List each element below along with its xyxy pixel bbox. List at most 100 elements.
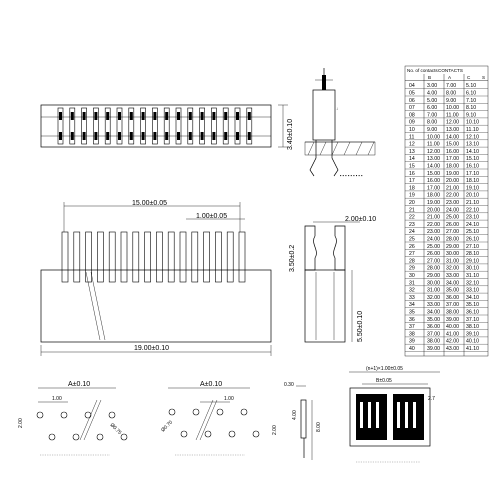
table-cell-value: 31.00 xyxy=(427,288,440,294)
reel-slot xyxy=(413,402,416,428)
front-pin xyxy=(215,231,222,283)
table-header-c: C xyxy=(467,75,471,80)
table-cell-value: 12.10 xyxy=(466,134,479,140)
table-header-a: A xyxy=(448,75,452,80)
table-cell-value: 28.10 xyxy=(466,251,479,257)
top-pin-contact xyxy=(59,132,62,140)
table-cell-value: 10.10 xyxy=(466,120,479,126)
table-cell-value: 23.00 xyxy=(446,200,459,206)
dim-side-height: 5.50±0.10 xyxy=(357,311,364,342)
fp2-a: A±0.10 xyxy=(200,381,222,388)
footprint-hole xyxy=(216,408,224,416)
side-view: 2.00±0.10 3.50±0.2 5.50±0.10 xyxy=(289,216,376,343)
top-pin-contact xyxy=(224,132,228,140)
svg-text:8.00: 8.00 xyxy=(316,422,322,432)
table-cell-value: 9.00 xyxy=(427,127,437,133)
side-detail-body xyxy=(312,89,336,141)
table-cell-count: 33 xyxy=(409,295,415,301)
front-view: 15.00±0.05 1.00±0.05 19.00±0.10 xyxy=(40,200,272,356)
svg-text:0.30: 0.30 xyxy=(284,382,294,388)
reel-slot xyxy=(368,402,371,428)
side-detail: ↓ ▪ ▪ ▪ ▪ ▪ ▪ ▪ ▪ ▪ xyxy=(304,68,376,178)
footprint-hole xyxy=(60,411,68,419)
table-cell-value: 23.10 xyxy=(466,215,479,221)
table-cell-value: 25.10 xyxy=(466,229,479,235)
table-cell-value: 29.00 xyxy=(427,273,440,279)
table-cell-value: 24.10 xyxy=(466,222,479,228)
table-cell-value: 17.00 xyxy=(446,156,459,162)
top-pin-contact xyxy=(70,112,74,120)
top-pin-contact xyxy=(94,112,98,120)
table-cell-value: 29.10 xyxy=(466,258,479,264)
table-cell-value: 38.00 xyxy=(427,339,440,345)
table-cell-value: 23.00 xyxy=(427,229,440,235)
table-cell-count: 36 xyxy=(409,317,415,323)
footprint-hole xyxy=(72,433,80,441)
table-cell-count: 15 xyxy=(409,164,415,170)
table-cell-value: 20.10 xyxy=(466,193,479,199)
table-cell-count: 35 xyxy=(409,310,415,316)
svg-text:Ø0.70: Ø0.70 xyxy=(160,419,174,433)
table-cell-value: 22.00 xyxy=(446,193,459,199)
front-pin xyxy=(144,231,151,283)
table-cell-value: 43.00 xyxy=(446,346,459,352)
table-cell-value: 31.10 xyxy=(466,273,479,279)
table-cell-value: 5.00 xyxy=(427,98,437,104)
top-pin xyxy=(69,107,76,145)
top-pin-contact xyxy=(224,112,228,120)
table-header-count: No. of contacts xyxy=(407,68,438,73)
table-cell-value: 31.00 xyxy=(446,258,459,264)
svg-text:2.00: 2.00 xyxy=(18,418,24,428)
table-cell-value: 18.10 xyxy=(466,178,479,184)
top-pin-contact xyxy=(118,112,121,120)
footprint-hole xyxy=(96,433,104,441)
dim-pitch: 1.00±0.05 xyxy=(196,213,227,220)
table-cell-count: 11 xyxy=(409,134,414,140)
table-cell-value: 42.00 xyxy=(446,339,459,345)
footprint-hole xyxy=(168,408,176,416)
table-cell-value: 20.00 xyxy=(446,178,459,184)
table-cell-value: 27.00 xyxy=(427,258,440,264)
top-pin-contact xyxy=(177,112,180,120)
top-pin xyxy=(234,107,241,145)
footprint-hole xyxy=(36,411,44,419)
top-pin-contact xyxy=(82,132,86,140)
table-cell-count: 09 xyxy=(409,120,415,126)
table-cell-count: 13 xyxy=(409,149,415,155)
table-cell-value: 38.10 xyxy=(466,324,479,330)
table-cell-count: 12 xyxy=(409,142,415,148)
table-cell-value: 21.00 xyxy=(427,215,440,221)
table-cell-count: 23 xyxy=(409,222,415,228)
table-cell-count: 26 xyxy=(409,244,415,250)
table-cell-value: 19.00 xyxy=(446,171,459,177)
table-cell-value: 28.00 xyxy=(446,237,459,243)
top-pin-contact xyxy=(153,132,157,140)
svg-text:2.00: 2.00 xyxy=(272,425,278,435)
table-cell-value: 27.10 xyxy=(466,244,479,250)
table-cell-count: 21 xyxy=(409,207,415,213)
top-pin xyxy=(140,107,146,145)
table-cell-value: 16.00 xyxy=(427,178,440,184)
table-cell-value: 7.00 xyxy=(446,83,456,89)
table-cell-value: 7.00 xyxy=(427,112,437,118)
front-pin xyxy=(108,231,116,283)
table-cell-count: 08 xyxy=(409,112,415,118)
table-cell-value: 40.00 xyxy=(446,324,459,330)
table-cell-value: 36.00 xyxy=(427,324,440,330)
table-cell-value: 13.00 xyxy=(427,156,440,162)
dim-overall-length: 19.00±0.10 xyxy=(134,345,169,352)
svg-text:B±0.05: B±0.05 xyxy=(376,378,392,384)
table-cell-value: 30.00 xyxy=(446,251,459,257)
footprint-hole xyxy=(84,411,92,419)
table-cell-value: 22.00 xyxy=(427,222,440,228)
top-pin-contact xyxy=(129,112,133,120)
table-cell-value: 24.00 xyxy=(446,207,459,213)
table-cell-value: 11.00 xyxy=(427,142,440,148)
top-pin-contact xyxy=(82,112,86,120)
top-pin xyxy=(246,107,253,145)
top-pin xyxy=(211,107,217,145)
top-pin xyxy=(93,107,99,145)
table-cell-count: 06 xyxy=(409,98,415,104)
table-cell-value: 14.10 xyxy=(466,149,479,155)
